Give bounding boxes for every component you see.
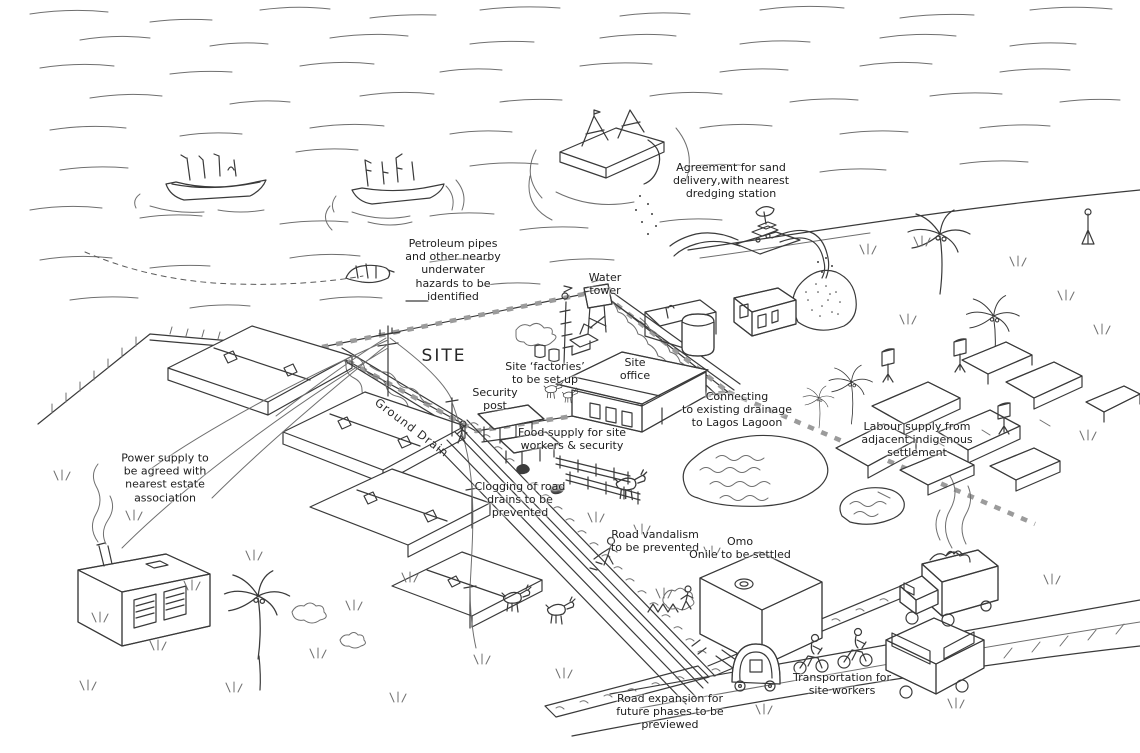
label-petroleum-hazards: Petroleum pipes and other nearby underwa… — [405, 237, 501, 303]
burning-truck — [899, 475, 999, 627]
label-labour-supply: Labour supply from adjacent indigenous s… — [861, 420, 973, 460]
label-road-vandalism: Road vandalism to be prevented — [610, 527, 700, 554]
food-stall-and-pens — [499, 431, 641, 505]
motorbike-2 — [837, 627, 873, 669]
power-lines — [121, 337, 453, 549]
vandal-figure — [589, 536, 618, 571]
storage-tank — [681, 313, 715, 357]
label-site-office: Site office — [619, 355, 651, 382]
label-connecting-drainage: Connecting to existing drainage to Lagos… — [682, 390, 792, 430]
security-post-structure — [477, 404, 545, 444]
marsh-patch-large — [682, 434, 829, 507]
sand-pile — [792, 269, 857, 331]
palm-tree-small — [802, 385, 835, 429]
sand-pump-station — [669, 206, 833, 279]
label-water-tower: Water tower — [588, 270, 622, 297]
estate-house-1 — [167, 325, 353, 416]
boat-track-dashed-line — [84, 251, 364, 285]
petroleum-pipe-sketch — [345, 263, 429, 302]
fishing-boat-2 — [325, 153, 465, 231]
motorbike-1 — [793, 633, 829, 675]
label-road-expansion: Road expansion for future phases to be p… — [616, 692, 724, 732]
truck-smoke — [935, 475, 972, 549]
estate-house-4 — [391, 551, 543, 628]
drain-debris — [516, 464, 564, 495]
water-tower-structure — [583, 279, 613, 335]
marsh-patch-small — [839, 487, 905, 525]
palm-tree-shore — [907, 209, 971, 295]
minibus — [885, 617, 985, 699]
estate-house-3 — [309, 468, 491, 558]
security-guard-figure — [456, 420, 468, 444]
generator-smoke — [92, 463, 114, 545]
label-site: SITE — [421, 345, 467, 366]
dredging-barge — [528, 109, 690, 235]
container-building — [733, 287, 797, 337]
fishing-boat-1 — [134, 153, 267, 213]
keke-tricycle — [731, 643, 781, 692]
label-food-supply: Food supply for site workers & security — [517, 425, 627, 452]
palm-tree-estate — [223, 570, 291, 691]
label-security-post: Security post — [472, 385, 518, 412]
indigenous-settlement — [835, 338, 1140, 499]
shore-derrick — [1081, 208, 1095, 245]
shore-compound — [644, 299, 717, 355]
label-power-supply: Power supply to be agreed with nearest e… — [121, 451, 209, 505]
label-omo-onile: Omo Onile to be settled — [689, 534, 791, 561]
lagoon-water — [29, 5, 1121, 309]
site-boundary — [319, 288, 1036, 527]
label-clogging: Clogging of road drains to be prevented — [474, 480, 566, 520]
road-expansion-strip — [544, 665, 710, 718]
road-drain-stones — [459, 419, 716, 684]
site-materials — [515, 322, 599, 363]
main-access-road — [437, 431, 704, 705]
label-site-factories: Site ‘factories’ to be set up — [505, 359, 585, 386]
label-sand-delivery-agreement: Agreement for sand delivery,with nearest… — [672, 161, 790, 201]
estate-shrubs — [291, 602, 366, 649]
palm-tree-settlement — [828, 364, 873, 425]
site-office-building — [555, 351, 709, 433]
roadside-poles — [445, 397, 479, 649]
site-flag-pole — [559, 285, 574, 365]
site-boundary-extension — [727, 389, 1036, 527]
label-transportation: Transportation for site workers — [792, 670, 892, 697]
generator-house — [77, 463, 211, 647]
